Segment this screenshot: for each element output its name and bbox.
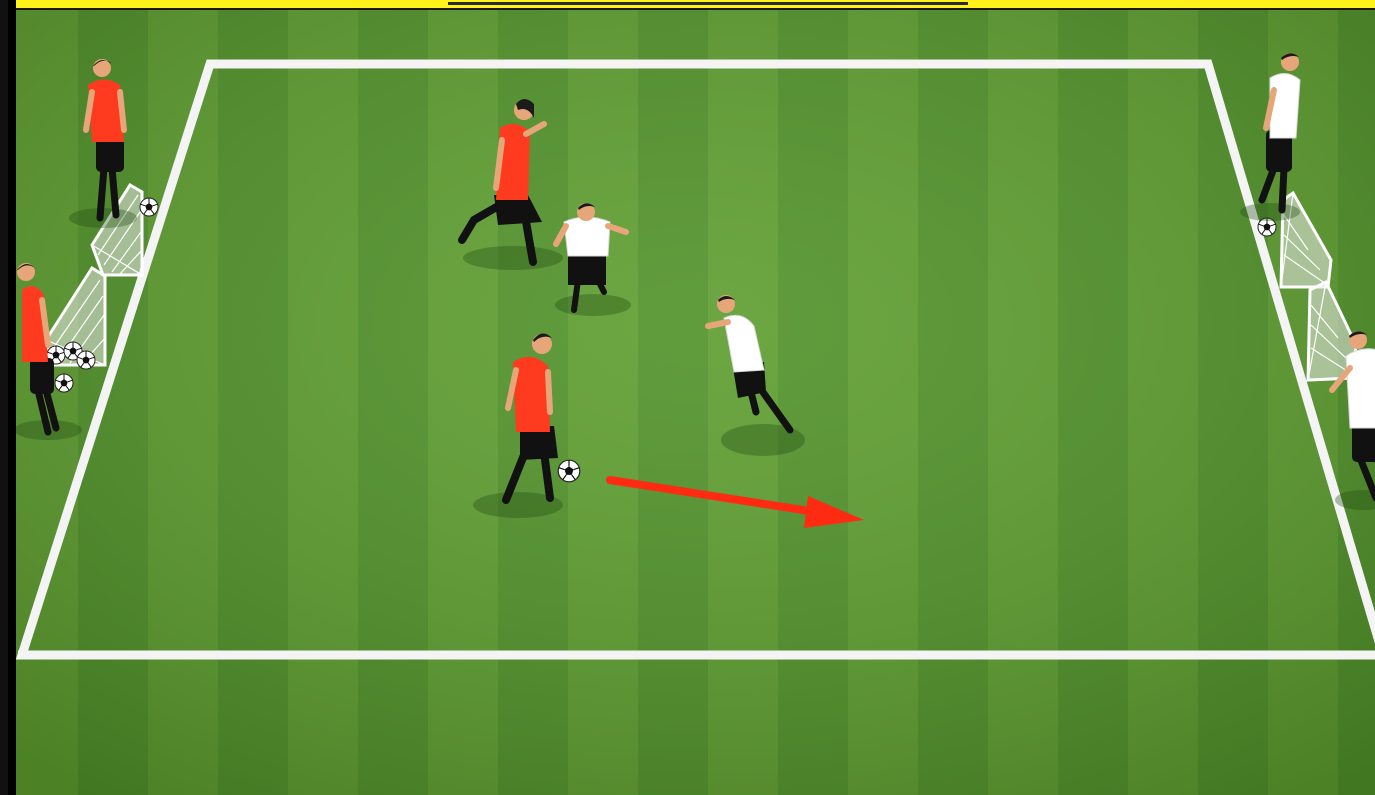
top-bar-line bbox=[448, 2, 968, 5]
soccer-ball-icon bbox=[140, 198, 158, 216]
top-bar bbox=[16, 0, 1375, 10]
soccer-ball-icon bbox=[55, 374, 73, 392]
grass-shading bbox=[16, 10, 1375, 795]
soccer-training-scene bbox=[16, 10, 1375, 795]
soccer-ball-icon bbox=[77, 351, 95, 369]
soccer-ball-icon bbox=[558, 460, 580, 482]
